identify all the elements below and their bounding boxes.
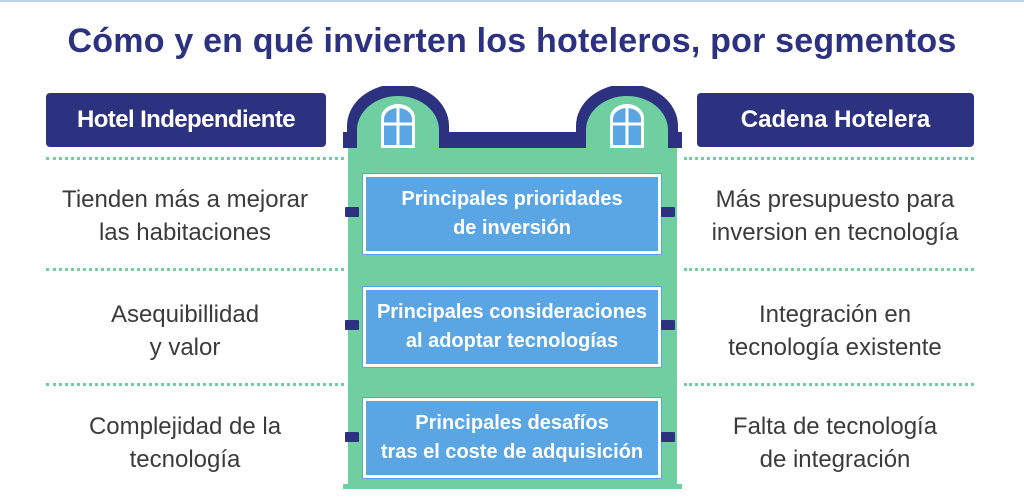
segment-label-independent: Hotel Independiente — [46, 93, 326, 147]
center-box-line: de inversión — [453, 217, 571, 239]
segment-label-chain-text: Cadena Hotelera — [740, 106, 931, 133]
text-line: las habitaciones — [98, 219, 272, 246]
separator-line — [684, 383, 974, 386]
connector-tab — [661, 432, 675, 442]
connector-tab — [345, 320, 359, 330]
text-line: tecnología existente — [728, 334, 942, 361]
chain-row-1: Más presupuesto para inversion en tecnol… — [680, 183, 990, 249]
center-box-challenges: Principales desafíos tras el coste de ad… — [363, 398, 661, 478]
text-line: de integración — [759, 446, 911, 473]
text-line: Integración en — [758, 301, 912, 328]
center-box-considerations: Principales consideraciones al adoptar t… — [363, 287, 661, 367]
text-line: tecnología — [129, 446, 241, 473]
separator-line — [46, 383, 344, 386]
text-line: inversion en tecnología — [711, 219, 959, 246]
separator-line — [684, 268, 974, 271]
independent-row-2: Asequibillidad y valor — [30, 298, 340, 364]
chain-row-3: Falta de tecnología de integración — [680, 410, 990, 476]
center-box-line: Principales prioridades — [401, 188, 623, 210]
connector-tab — [345, 432, 359, 442]
center-box-priorities: Principales prioridades de inversión — [363, 174, 661, 254]
text-line: Falta de tecnología — [732, 413, 938, 440]
text-line: y valor — [149, 334, 221, 361]
independent-row-3: Complejidad de la tecnología — [30, 410, 340, 476]
text-line: Tienden más a mejorar — [62, 186, 308, 213]
separator-line — [684, 157, 974, 160]
chain-row-2: Integración en tecnología existente — [680, 298, 990, 364]
separator-line — [46, 157, 344, 160]
arched-window-icon — [381, 104, 415, 148]
center-box-line: Principales desafíos — [415, 412, 609, 434]
connector-tab — [661, 207, 675, 217]
text-line: Más presupuesto para — [715, 186, 955, 213]
segment-label-independent-text: Hotel Independiente — [77, 106, 296, 133]
text-line: Complejidad de la — [88, 413, 282, 440]
center-box-line: al adoptar tecnologías — [405, 330, 619, 352]
arched-window-icon — [610, 104, 644, 148]
segment-label-chain: Cadena Hotelera — [697, 93, 974, 147]
text-line: Asequibillidad — [110, 301, 260, 328]
center-box-line: tras el coste de adquisición — [380, 441, 644, 463]
separator-line — [46, 268, 344, 271]
center-box-line: Principales consideraciones — [376, 301, 648, 323]
connector-tab — [345, 207, 359, 217]
top-border-line — [0, 0, 1024, 2]
independent-row-1: Tienden más a mejorar las habitaciones — [30, 183, 340, 249]
connector-tab — [661, 320, 675, 330]
page-title: Cómo y en qué invierten los hoteleros, p… — [67, 22, 957, 60]
